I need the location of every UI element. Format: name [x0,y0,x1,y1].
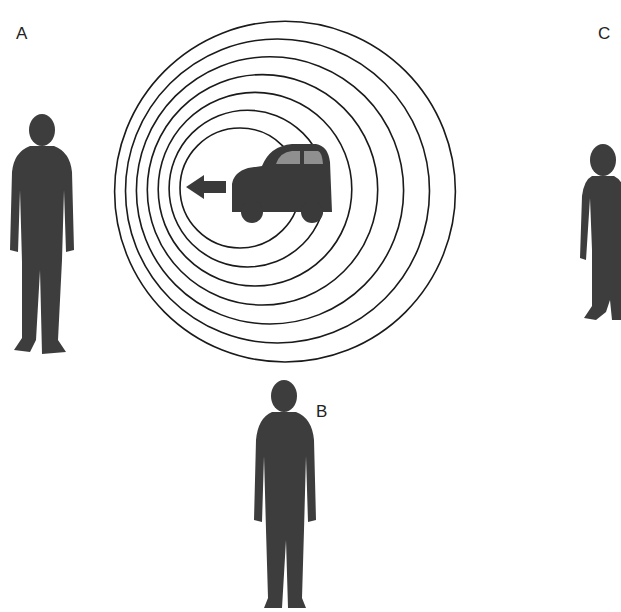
person-silhouette [10,114,74,354]
wavefront-circle [147,75,377,305]
person-label: B [316,402,327,422]
wavefront-circle [136,57,403,324]
car-silhouette [232,144,332,223]
motion-arrow [186,175,226,199]
wavefront-circle [115,21,456,362]
wavefront-circle [126,39,430,343]
sound-wavefronts [115,21,456,362]
person-label: A [16,24,27,44]
person-silhouette [580,144,621,320]
person-silhouette [254,380,316,608]
wavefront-circle [158,92,352,286]
person-label: C [598,24,610,44]
